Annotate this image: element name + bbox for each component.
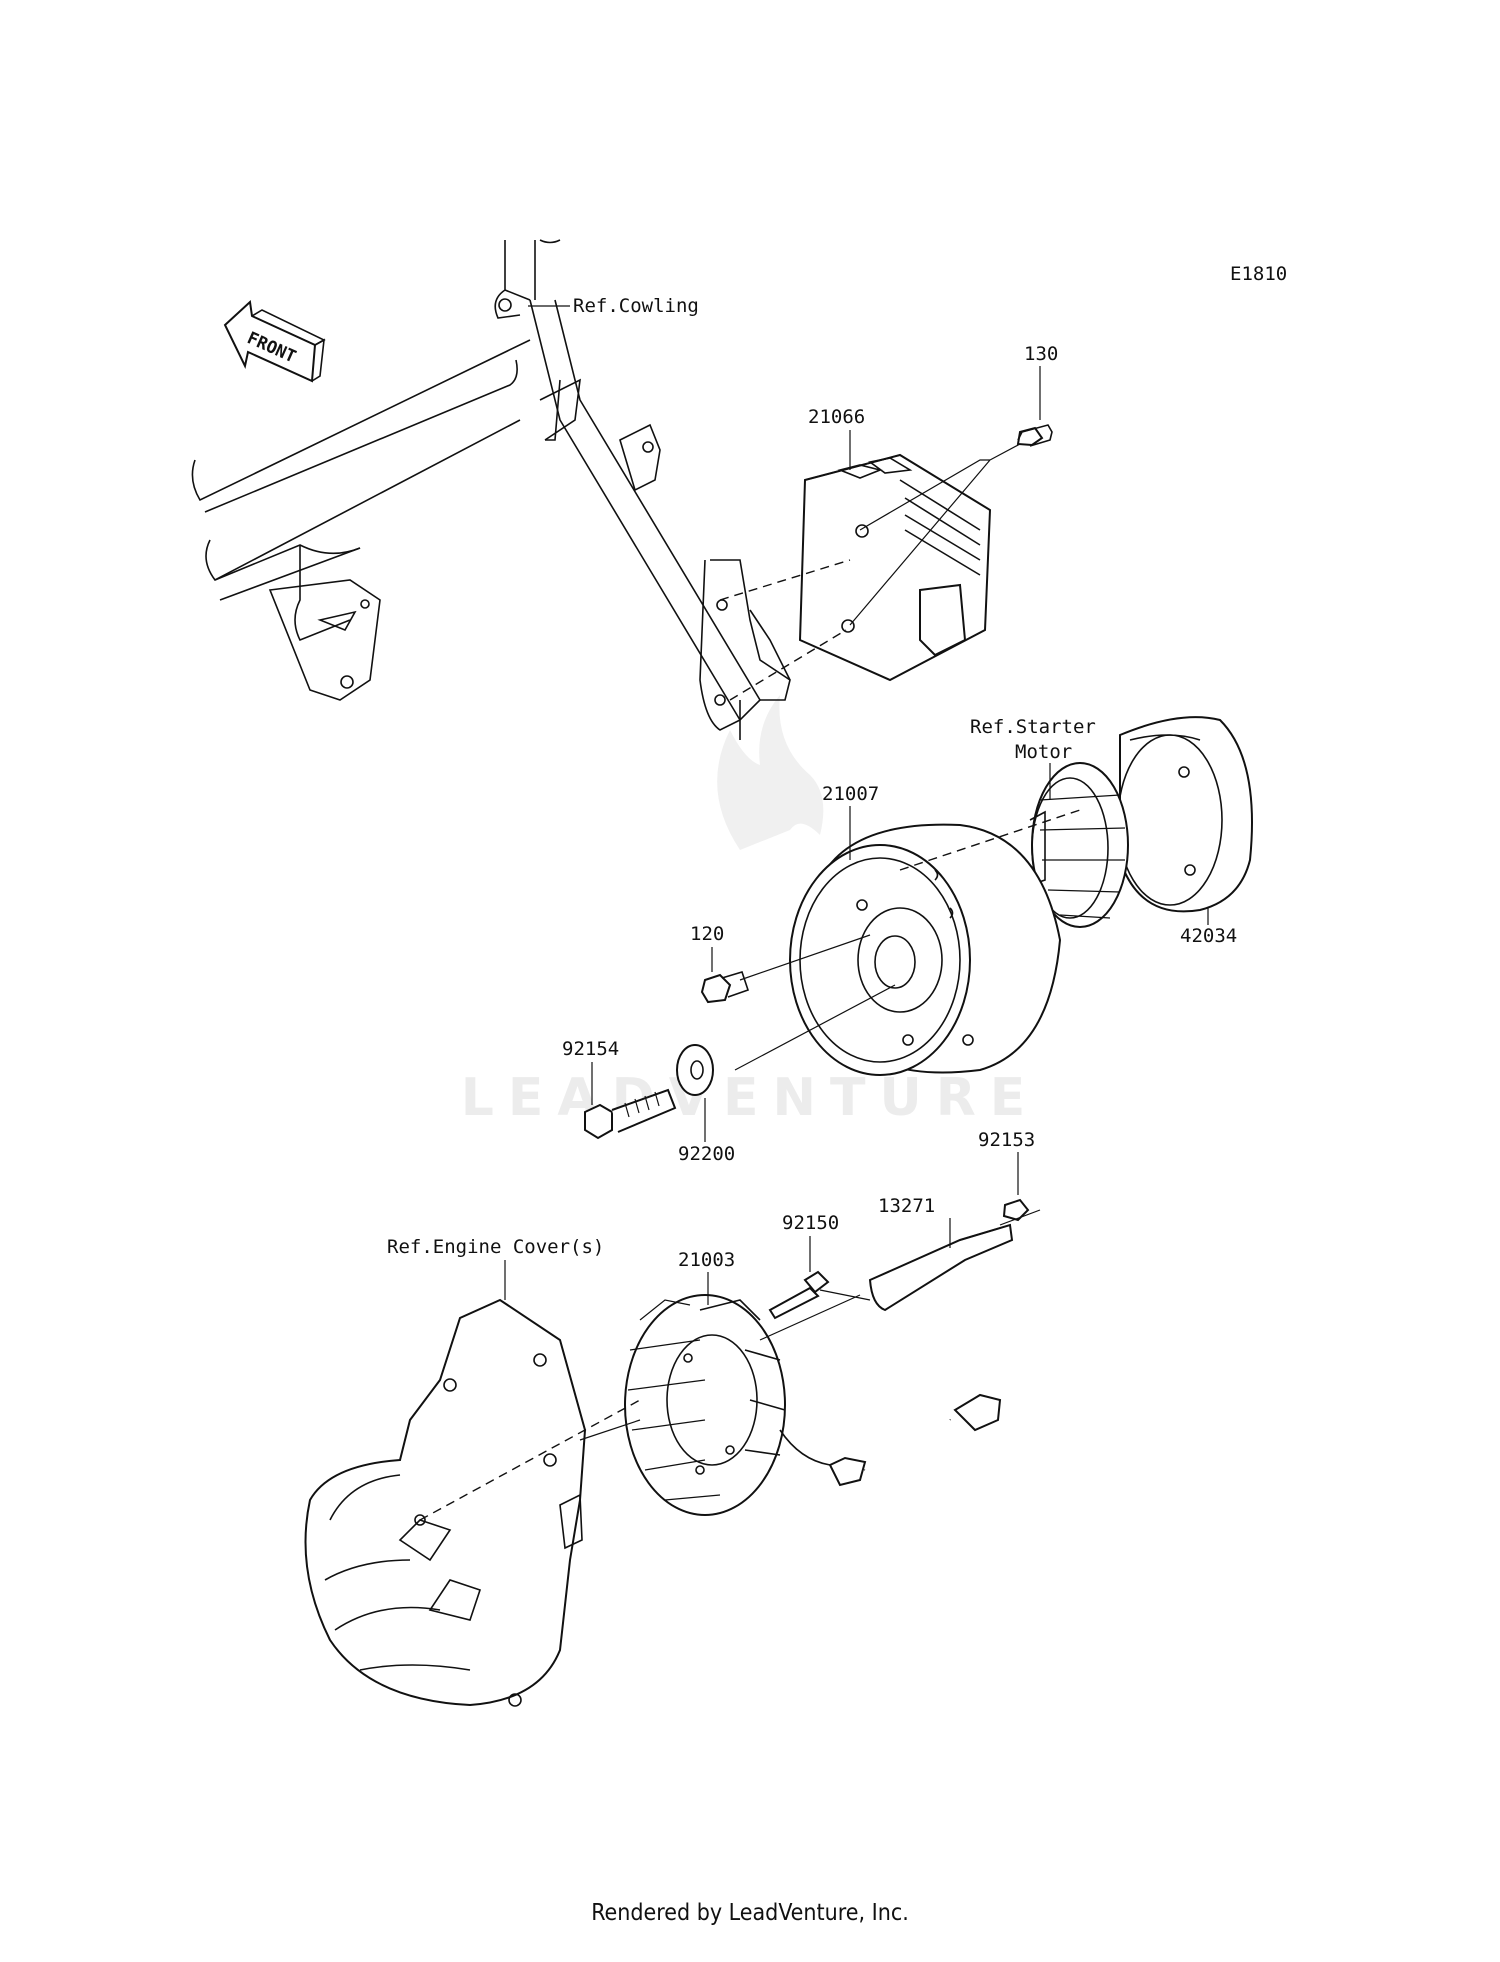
part-21003-label: 21003 (678, 1249, 735, 1271)
ref-starter-line2: Motor (1015, 741, 1072, 763)
part-92154-label: 92154 (562, 1038, 619, 1060)
diagram-code: E1810 (1230, 263, 1287, 285)
part-92200-label: 92200 (678, 1143, 735, 1165)
watermark-text: LEADVENTURE (461, 1068, 1040, 1128)
part-13271-label: 13271 (878, 1195, 935, 1217)
screw-92153-icon (1002, 1198, 1030, 1222)
engine-cover (304, 1298, 587, 1707)
part-42034-label: 42034 (1180, 925, 1237, 947)
flywheel-rotor-21007 (789, 823, 1062, 1076)
ref-starter-line1: Ref.Starter (970, 716, 1096, 738)
bolt-130-icon (1016, 424, 1053, 447)
front-arrow-icon: FRONT (223, 299, 326, 383)
regulator-rectifier (798, 453, 992, 682)
part-21066-label: 21066 (808, 406, 865, 428)
footer-credit: Rendered by LeadVenture, Inc. (591, 1900, 909, 1926)
part-92150-label: 92150 (782, 1212, 839, 1234)
frame-bracket (191, 239, 791, 740)
lead-holder-13271 (868, 1223, 1014, 1312)
part-130-label: 130 (1024, 343, 1058, 365)
ring-gear-42034 (1117, 716, 1253, 913)
watermark: LEADVENTURE (461, 695, 1040, 1128)
bolt-92150-icon (768, 1270, 830, 1320)
bolt-92154-icon (584, 1088, 677, 1140)
washer-92200-icon (676, 1044, 714, 1096)
ref-cowling-label: Ref.Cowling (573, 295, 699, 317)
part-21007-label: 21007 (822, 783, 879, 805)
bolt-120-icon (700, 971, 750, 1004)
part-92153-label: 92153 (978, 1129, 1035, 1151)
stator-21003 (624, 1294, 1002, 1516)
ref-engine-cover-label: Ref.Engine Cover(s) (387, 1236, 604, 1258)
part-120-label: 120 (690, 923, 724, 945)
